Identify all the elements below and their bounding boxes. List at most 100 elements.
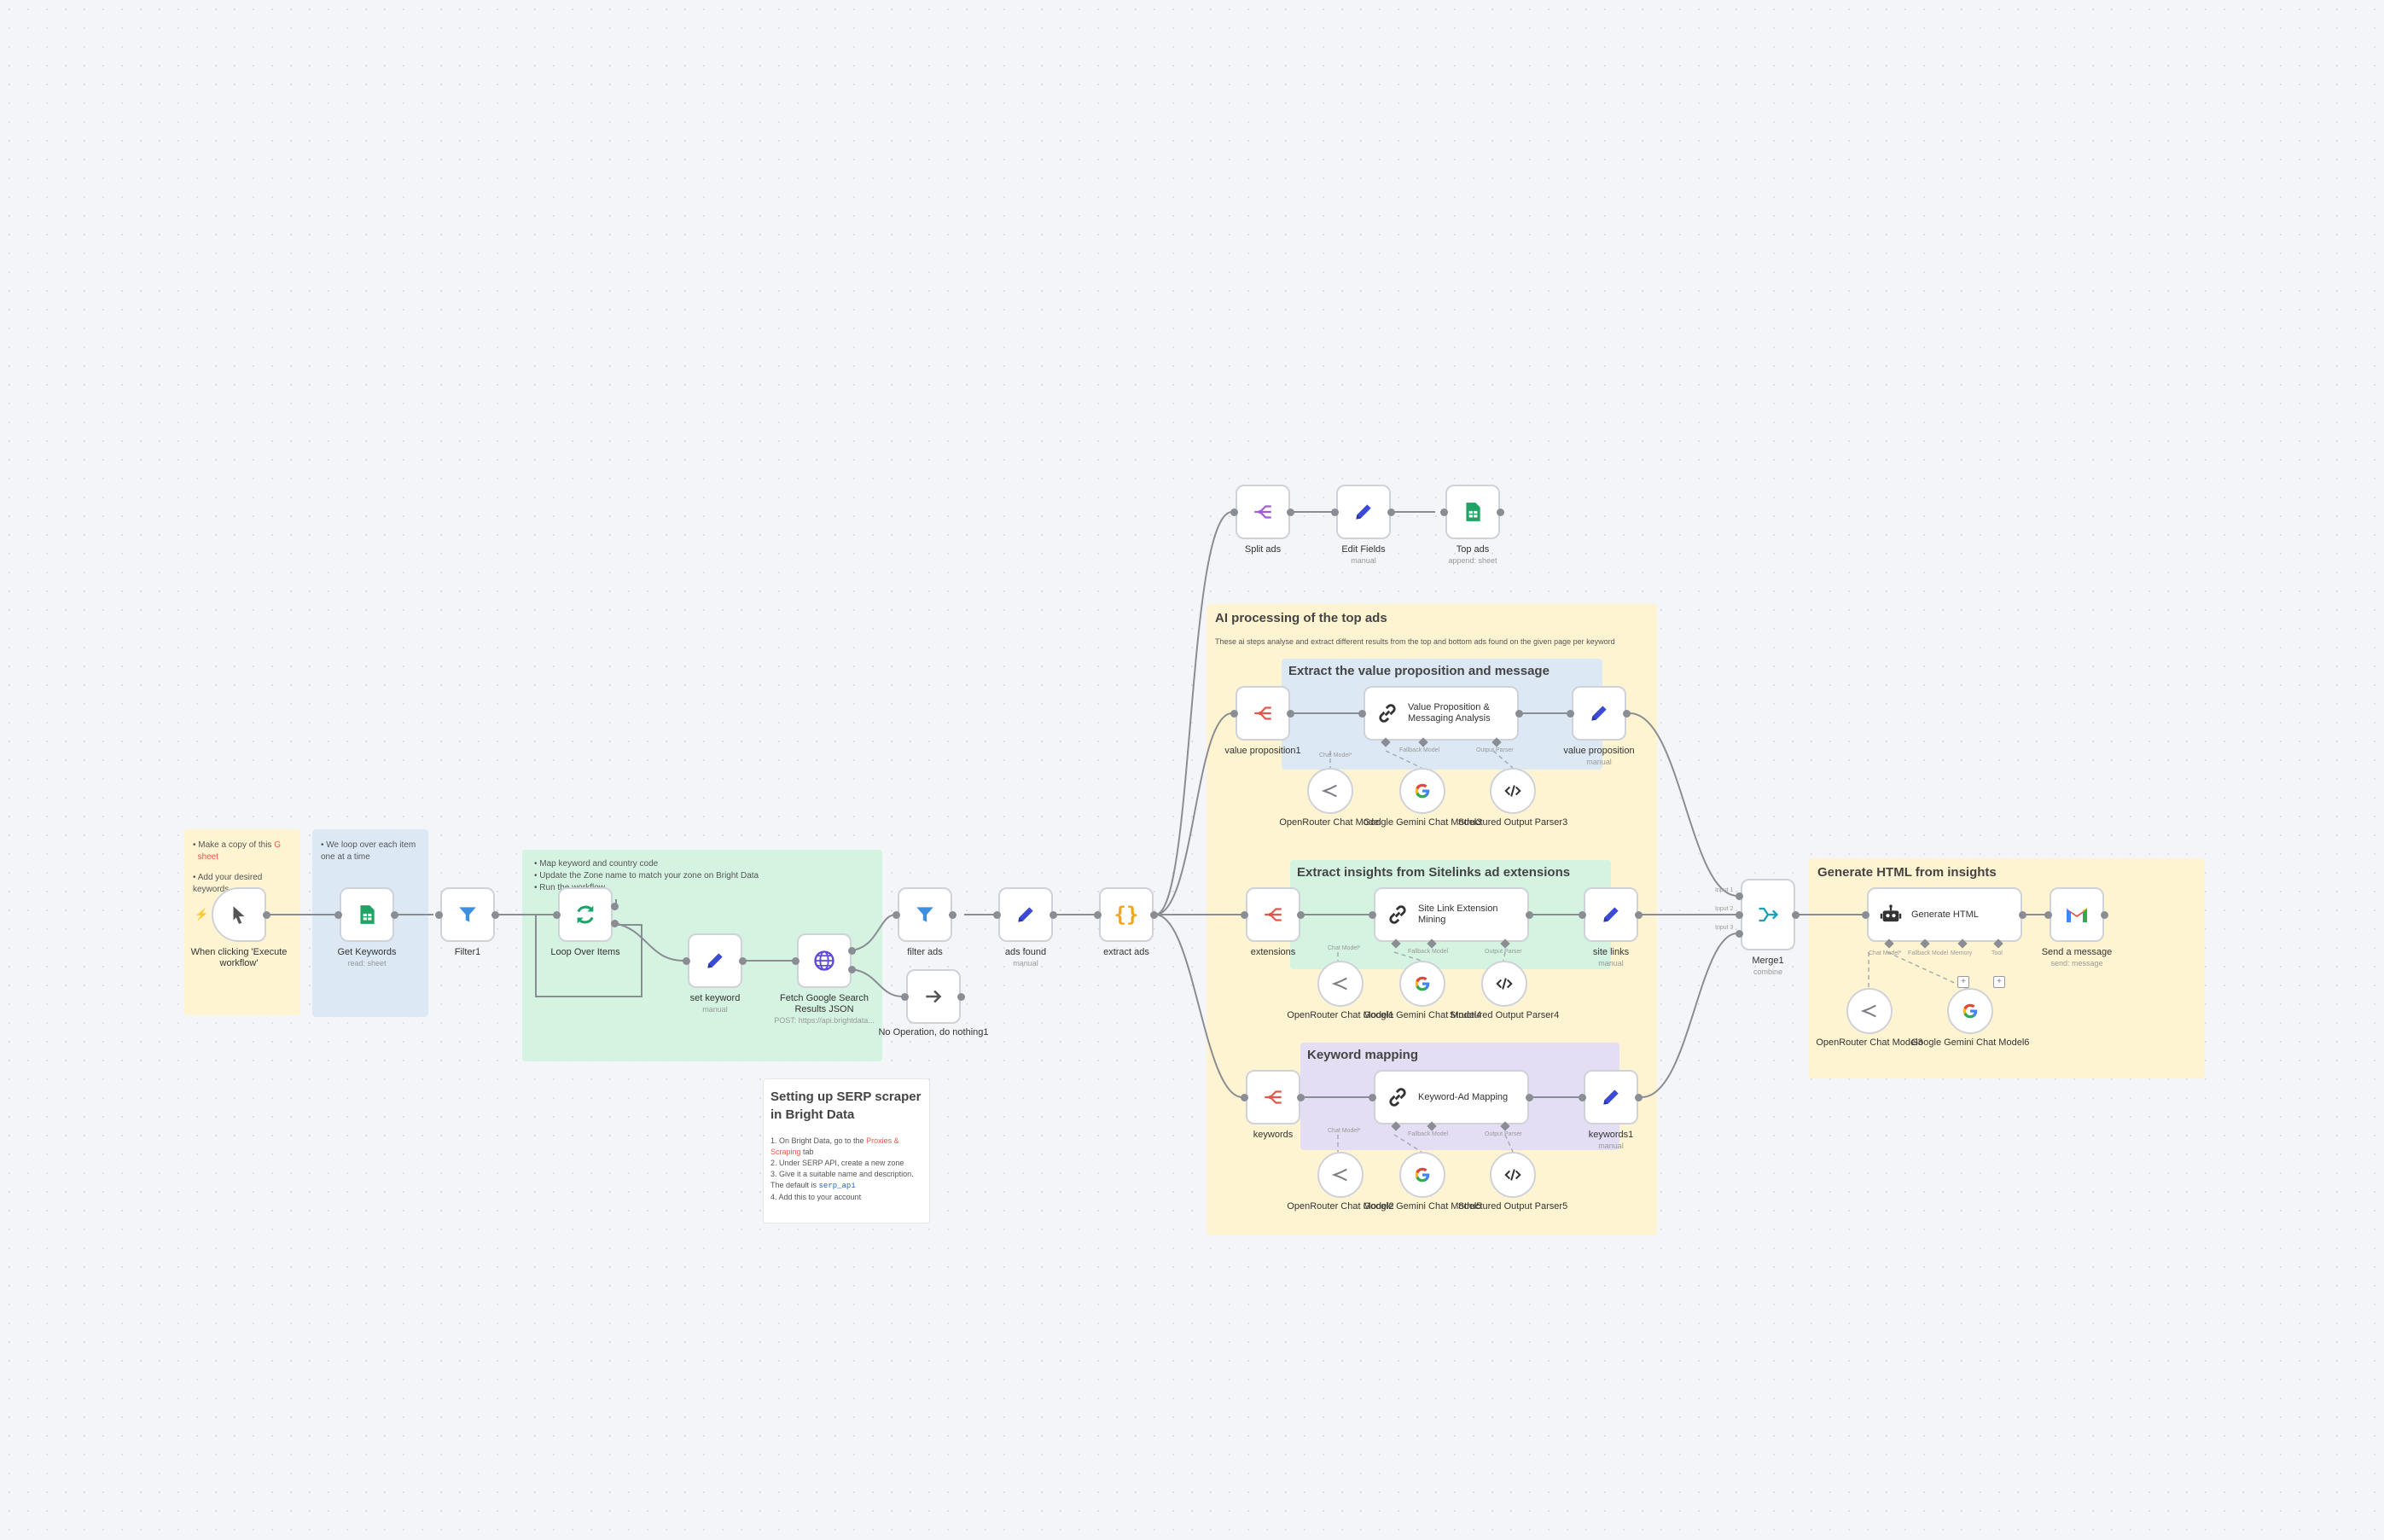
node-openrouter-chat-model[interactable]: [1307, 768, 1353, 814]
node-extract-ads[interactable]: {}: [1099, 887, 1154, 942]
node-ads-found[interactable]: [998, 887, 1053, 942]
node-send-message[interactable]: [2050, 887, 2104, 942]
node-google-gemini-model4[interactable]: [1399, 961, 1445, 1007]
input-port[interactable]: [683, 957, 690, 965]
add-memory-button[interactable]: +: [1957, 976, 1969, 988]
output-port[interactable]: [1150, 911, 1158, 919]
output-port[interactable]: [957, 993, 965, 1001]
node-google-gemini-model3[interactable]: [1399, 768, 1445, 814]
output-port[interactable]: [1287, 710, 1294, 718]
node-merge1[interactable]: [1741, 879, 1795, 950]
node-value-proposition1[interactable]: [1236, 686, 1290, 741]
input-port[interactable]: [1862, 911, 1869, 919]
success-output-port[interactable]: [848, 947, 856, 955]
node-openrouter-chat-model3[interactable]: [1846, 988, 1893, 1034]
node-loop-over-items[interactable]: [558, 887, 613, 942]
output-port[interactable]: [2101, 911, 2108, 919]
input-port[interactable]: [1567, 710, 1574, 718]
node-split-ads[interactable]: [1236, 485, 1290, 539]
output-port[interactable]: [2019, 911, 2026, 919]
node-structured-output-parser4[interactable]: [1481, 961, 1527, 1007]
input-port[interactable]: [1241, 1094, 1248, 1101]
output-port[interactable]: [739, 957, 747, 965]
input-port[interactable]: [1241, 911, 1248, 919]
add-tool-button[interactable]: +: [1993, 976, 2005, 988]
input-port[interactable]: [1331, 508, 1339, 516]
input-port[interactable]: [1369, 1094, 1376, 1101]
node-keywords1[interactable]: [1584, 1070, 1638, 1124]
input-port[interactable]: [1369, 911, 1376, 919]
node-google-gemini-model5[interactable]: [1399, 1152, 1445, 1198]
done-output-port[interactable]: [611, 903, 619, 910]
node-structured-output-parser5[interactable]: [1490, 1152, 1536, 1198]
input-port[interactable]: [1579, 911, 1586, 919]
output-port[interactable]: [1497, 508, 1504, 516]
output-port[interactable]: [1287, 508, 1294, 516]
node-value-proposition-analysis[interactable]: Value Proposition & Messaging Analysis: [1364, 686, 1519, 741]
globe-icon: [812, 949, 836, 973]
node-openrouter-chat-model1[interactable]: [1317, 961, 1364, 1007]
node-generate-html[interactable]: Generate HTML: [1867, 887, 2022, 942]
output-port[interactable]: [491, 911, 499, 919]
output-port[interactable]: [1050, 911, 1057, 919]
output-port[interactable]: [1635, 1094, 1643, 1101]
input-port[interactable]: [435, 911, 443, 919]
node-site-links[interactable]: [1584, 887, 1638, 942]
input-port[interactable]: [792, 957, 800, 965]
output-port[interactable]: [1297, 911, 1305, 919]
node-fetch-google-search[interactable]: [797, 933, 852, 988]
output-port[interactable]: [391, 911, 398, 919]
output-port[interactable]: [1387, 508, 1395, 516]
node-edit-fields[interactable]: [1336, 485, 1391, 539]
output-port[interactable]: [263, 911, 270, 919]
output-port[interactable]: [1515, 710, 1523, 718]
loop-output-port[interactable]: [611, 920, 619, 927]
input-port[interactable]: [1230, 710, 1238, 718]
input-port[interactable]: [334, 911, 342, 919]
node-label: Keyword-Ad Mapping: [1418, 1091, 1509, 1102]
node-value-proposition[interactable]: [1572, 686, 1626, 741]
output-port[interactable]: [1792, 911, 1800, 919]
output-port[interactable]: [1635, 911, 1643, 919]
node-google-gemini-model6[interactable]: [1947, 988, 1993, 1034]
input-port[interactable]: [1230, 508, 1238, 516]
input-port[interactable]: [1358, 710, 1366, 718]
input-port[interactable]: [2044, 911, 2052, 919]
output-port[interactable]: [1297, 1094, 1305, 1101]
node-get-keywords[interactable]: [340, 887, 394, 942]
node-keyword-ad-mapping[interactable]: Keyword-Ad Mapping: [1374, 1070, 1529, 1124]
serp-note-steps: 1. On Bright Data, go to the Proxies & S…: [770, 1136, 914, 1201]
node-structured-output-parser3[interactable]: [1490, 768, 1536, 814]
output-port[interactable]: [1526, 911, 1533, 919]
node-keywords[interactable]: [1246, 1070, 1300, 1124]
input-port[interactable]: [1736, 892, 1743, 900]
output-port[interactable]: [949, 911, 957, 919]
node-label: OpenRouter Chat Model3: [1816, 1037, 1923, 1048]
input-port[interactable]: [1736, 930, 1743, 938]
input-port[interactable]: [893, 911, 900, 919]
node-filter-ads[interactable]: [898, 887, 952, 942]
node-set-keyword[interactable]: [688, 933, 742, 988]
node-openrouter-chat-model2[interactable]: [1317, 1152, 1364, 1198]
node-extensions[interactable]: [1246, 887, 1300, 942]
input-port[interactable]: [1579, 1094, 1586, 1101]
input-port[interactable]: [1440, 508, 1448, 516]
input-port[interactable]: [993, 911, 1001, 919]
node-site-link-extension-mining[interactable]: Site Link Extension Mining: [1374, 887, 1529, 942]
node-label: Split ads: [1244, 544, 1282, 555]
error-output-port[interactable]: [848, 966, 856, 973]
output-port[interactable]: [1623, 710, 1631, 718]
node-top-ads[interactable]: [1445, 485, 1500, 539]
node-manual-trigger[interactable]: [212, 887, 266, 942]
input-port[interactable]: [901, 993, 909, 1001]
input-port[interactable]: [1094, 911, 1102, 919]
sticky-serp-setup[interactable]: Setting up SERP scraper in Bright Data 1…: [763, 1078, 930, 1223]
output-port[interactable]: [1526, 1094, 1533, 1101]
node-no-operation[interactable]: [906, 969, 961, 1024]
connection: [851, 914, 897, 951]
input-port[interactable]: [1736, 911, 1743, 919]
input-port[interactable]: [553, 911, 561, 919]
node-filter1[interactable]: [440, 887, 495, 942]
